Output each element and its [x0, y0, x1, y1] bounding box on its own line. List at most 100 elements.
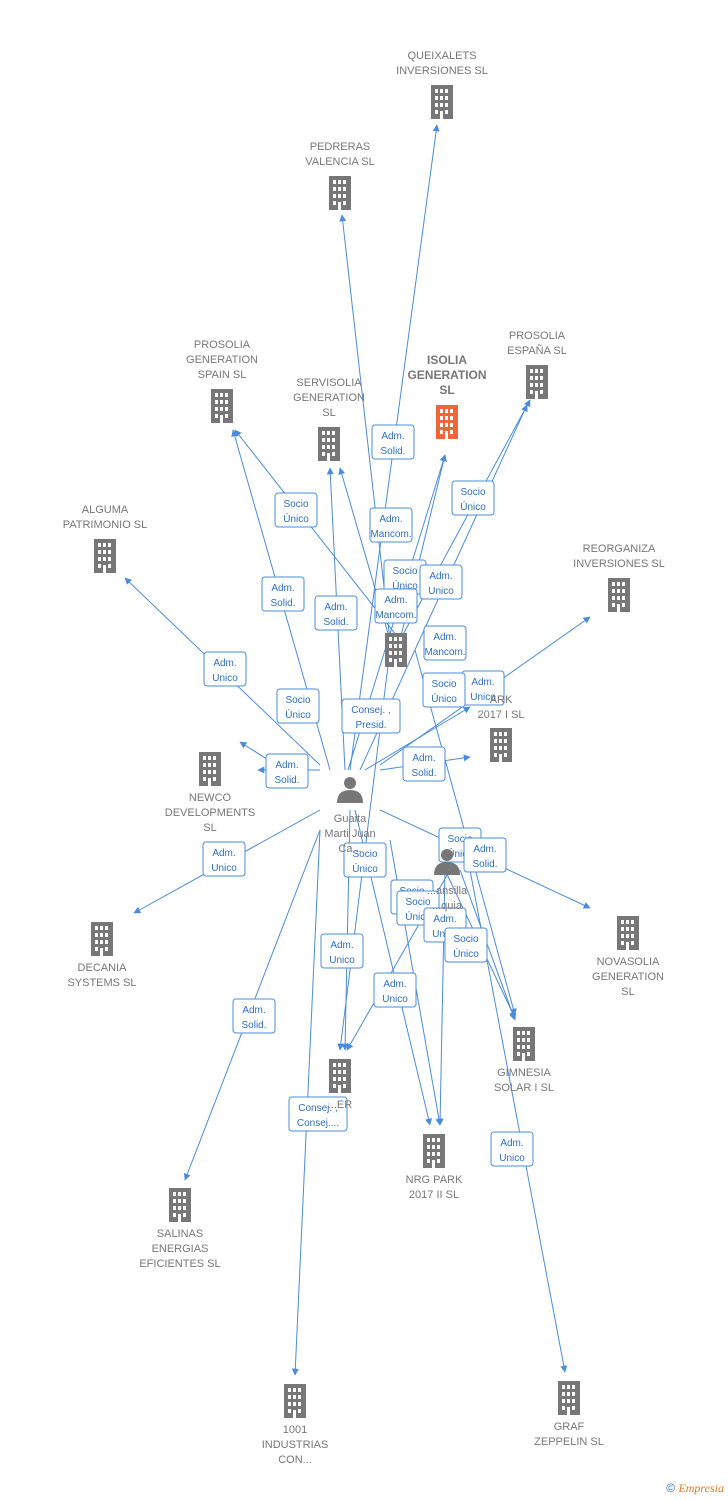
node-label: SALINAS	[157, 1228, 203, 1240]
edge-label-line: Único	[283, 512, 309, 525]
edge-label-line: Adm.	[271, 583, 294, 594]
node-label: INDUSTRIAS	[262, 1439, 329, 1451]
edge-label-line: Adm.	[275, 760, 298, 771]
edge-label-line: Mancom.	[424, 647, 465, 658]
edge-label-box	[203, 651, 247, 687]
edge-label-layer: Adm.Solid.SocioÚnicoSocioÚnicoAdm.Mancom…	[202, 424, 534, 1167]
node-label: EFICIENTES SL	[139, 1258, 220, 1270]
building-icon	[211, 389, 233, 423]
building-icon	[617, 916, 639, 950]
edge-role-label[interactable]: Adm.Unico	[320, 933, 364, 969]
edge-role-label[interactable]: Adm.Unico	[373, 972, 417, 1008]
building-icon	[318, 427, 340, 461]
company-node[interactable]: 1001INDUSTRIASCON...	[262, 1384, 329, 1466]
edge-role-label[interactable]: Adm.Unico	[490, 1131, 534, 1167]
building-icon	[94, 539, 116, 573]
building-icon	[490, 728, 512, 762]
building-icon	[558, 1381, 580, 1415]
node-label: 1001	[283, 1424, 307, 1436]
edge-role-label[interactable]: Consej. ,Presid.	[341, 698, 401, 734]
node-label: PEDRERAS	[310, 141, 371, 153]
edge-label-line: Solid.	[411, 768, 436, 779]
edge-role-label[interactable]: Adm.Mancom.	[374, 588, 418, 624]
edge-label-box	[202, 841, 246, 877]
building-icon	[169, 1188, 191, 1222]
node-label: SOLAR I SL	[494, 1082, 554, 1094]
edge-label-box	[371, 424, 415, 460]
edge-label-line: Socio	[283, 499, 308, 510]
edge-role-label[interactable]: Adm.Unico	[202, 841, 246, 877]
edge-label-line: Solid.	[380, 446, 405, 457]
brand-logo: Empresia	[678, 1481, 724, 1495]
company-node[interactable]	[385, 633, 407, 667]
node-label: 2017 I SL	[477, 709, 524, 721]
edge-label-box	[419, 564, 463, 600]
node-label: NEWCO	[189, 792, 232, 804]
node-label: SERVISOLIA	[296, 377, 362, 389]
edge-role-label[interactable]: Adm.Solid.	[371, 424, 415, 460]
edge-role-label[interactable]: Adm.Solid.	[463, 837, 507, 873]
edge-label-line: Unico	[382, 994, 408, 1005]
edge-role-label[interactable]: Adm. Mancom.	[369, 507, 413, 543]
building-icon	[385, 633, 407, 667]
person-icon	[337, 777, 363, 803]
edge-label-line: Socio	[405, 897, 430, 908]
person-node[interactable]: ...ansilla...quia	[427, 849, 468, 912]
node-label: NOVASOLIA	[597, 956, 660, 968]
edge-label-line: Solid.	[323, 617, 348, 628]
company-node[interactable]: ...ER	[328, 1059, 353, 1111]
node-label: PATRIMONIO SL	[63, 519, 148, 531]
edge-role-label[interactable]: Adm.Unico	[419, 564, 463, 600]
edge-label-box	[288, 1096, 348, 1132]
edge-label-line: Adm.	[384, 595, 407, 606]
edge-label-line: Único	[460, 500, 486, 513]
edge-label-line: Unico	[428, 586, 454, 597]
edge-role-label[interactable]: Adm.Unico	[203, 651, 247, 687]
edge-label-line: Adm.	[379, 514, 402, 525]
edge-label-line: Consej. ,	[298, 1103, 337, 1114]
edge-role-label[interactable]: Adm.Mancom.	[423, 625, 467, 661]
edge-role-label[interactable]: Consej. ,Consej....	[288, 1096, 348, 1132]
node-label: SPAIN SL	[198, 369, 247, 381]
edge-role-label[interactable]: Adm.Solid.	[314, 595, 358, 631]
edge-label-line: Socio	[460, 487, 485, 498]
edge-label-line: Adm.	[242, 1005, 265, 1016]
footer-credit[interactable]: © Empresia	[666, 1481, 724, 1496]
edge-label-line: Adm.	[433, 914, 456, 925]
node-label: Guaita	[334, 813, 367, 825]
node-label: GENERATION	[407, 368, 486, 382]
edge-label-line: Único	[453, 947, 479, 960]
node-label: INVERSIONES SL	[396, 65, 488, 77]
node-label: GENERATION	[186, 354, 258, 366]
edge-role-label[interactable]: Adm.Solid.	[402, 746, 446, 782]
edge-role-label[interactable]: Adm.Solid.	[265, 753, 309, 789]
edge-label-line: Mancom.	[370, 529, 411, 540]
edge-role-label[interactable]: Adm.Solid.	[261, 576, 305, 612]
edge-role-label[interactable]: Adm.Solid.	[232, 998, 276, 1034]
